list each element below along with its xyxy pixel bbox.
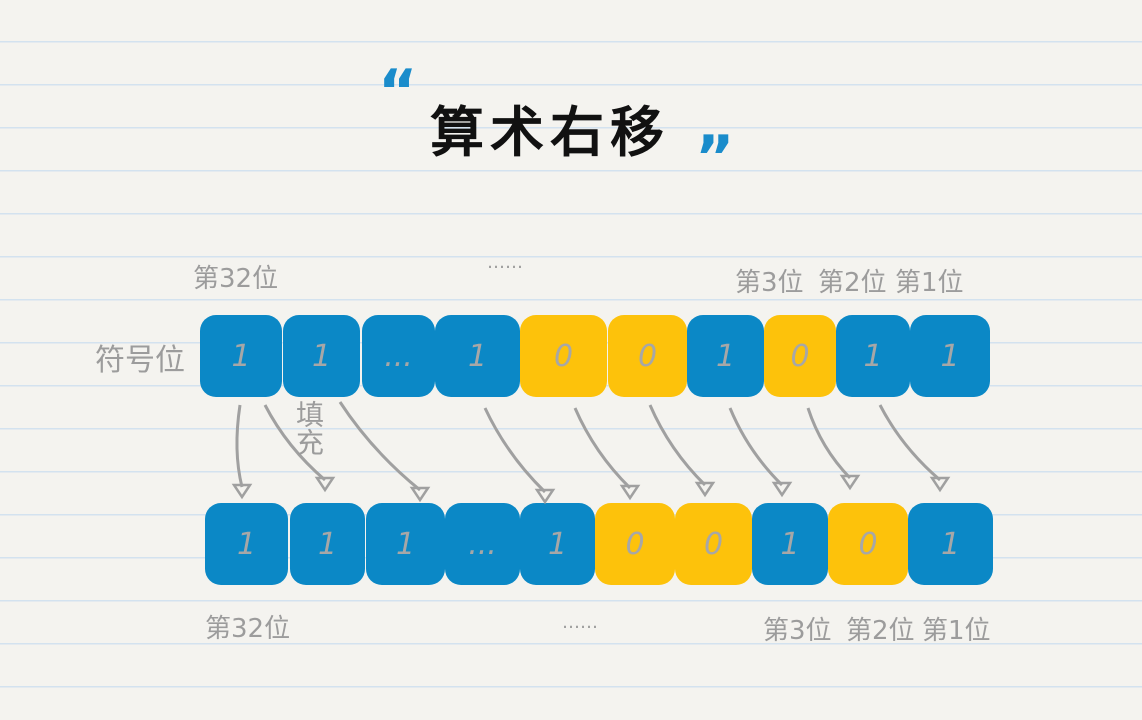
bottom-bit-cell: 1	[908, 503, 993, 585]
shift-arrow	[235, 404, 244, 488]
open-quote-mark: “	[378, 57, 418, 127]
close-quote-mark: ”	[695, 123, 735, 193]
bottom-bit-cell: 1	[205, 503, 288, 585]
top-label-bit2: 第2位	[818, 268, 887, 298]
bottom-bit-cell: 0	[828, 503, 908, 585]
top-bit-cell: 1	[283, 315, 360, 397]
bottom-label-bit2: 第2位	[846, 616, 915, 646]
top-label-bit3: 第3位	[735, 268, 804, 298]
bottom-bit-cell: 1	[520, 503, 595, 585]
top-bit-cell: 1	[836, 315, 910, 397]
bottom-label-ellipsis: ……	[562, 612, 598, 633]
top-bit-cell: 1	[435, 315, 520, 397]
top-bit-cell: 1	[200, 315, 282, 397]
shift-arrow	[728, 407, 784, 487]
shift-arrow	[338, 401, 421, 492]
bottom-label-bit32: 第32位	[205, 614, 291, 644]
bottom-label-bit3: 第3位	[763, 616, 832, 646]
bottom-bit-cell: 1	[290, 503, 365, 585]
bottom-bit-cell: ...	[445, 503, 520, 585]
shift-arrow	[648, 404, 707, 487]
shift-arrow	[806, 407, 852, 480]
diagram-title: 算术右移	[430, 101, 670, 164]
bottom-label-bit1: 第1位	[922, 616, 991, 646]
bottom-bit-cell: 1	[366, 503, 445, 585]
shift-arrow	[878, 404, 941, 482]
top-bit-cell: 1	[687, 315, 764, 397]
top-bit-cell: 0	[608, 315, 687, 397]
shift-arrow	[263, 404, 326, 482]
top-bit-cell: ...	[362, 315, 435, 397]
arrow-head	[409, 486, 431, 503]
fill-label: 填充	[292, 400, 325, 456]
bottom-bit-cell: 1	[752, 503, 828, 585]
top-bit-cell: 0	[764, 315, 836, 397]
sign-bit-label: 符号位	[95, 343, 185, 378]
top-label-ellipsis: ……	[487, 252, 523, 273]
arrow-head	[314, 476, 336, 493]
arrow-head	[839, 474, 861, 491]
shift-arrow	[573, 407, 632, 490]
shift-arrow	[483, 407, 547, 494]
arrow-head	[771, 481, 793, 498]
arrow-head	[619, 484, 641, 501]
arrow-head	[694, 481, 716, 498]
top-bit-cell: 0	[520, 315, 607, 397]
arrow-head	[534, 488, 556, 505]
bottom-bit-cell: 0	[675, 503, 752, 585]
top-label-bit32: 第32位	[193, 264, 279, 294]
arrow-head	[929, 476, 951, 493]
arrow-head	[231, 483, 253, 500]
top-bit-cell: 1	[910, 315, 990, 397]
top-label-bit1: 第1位	[895, 268, 964, 298]
bottom-bit-cell: 0	[595, 503, 675, 585]
